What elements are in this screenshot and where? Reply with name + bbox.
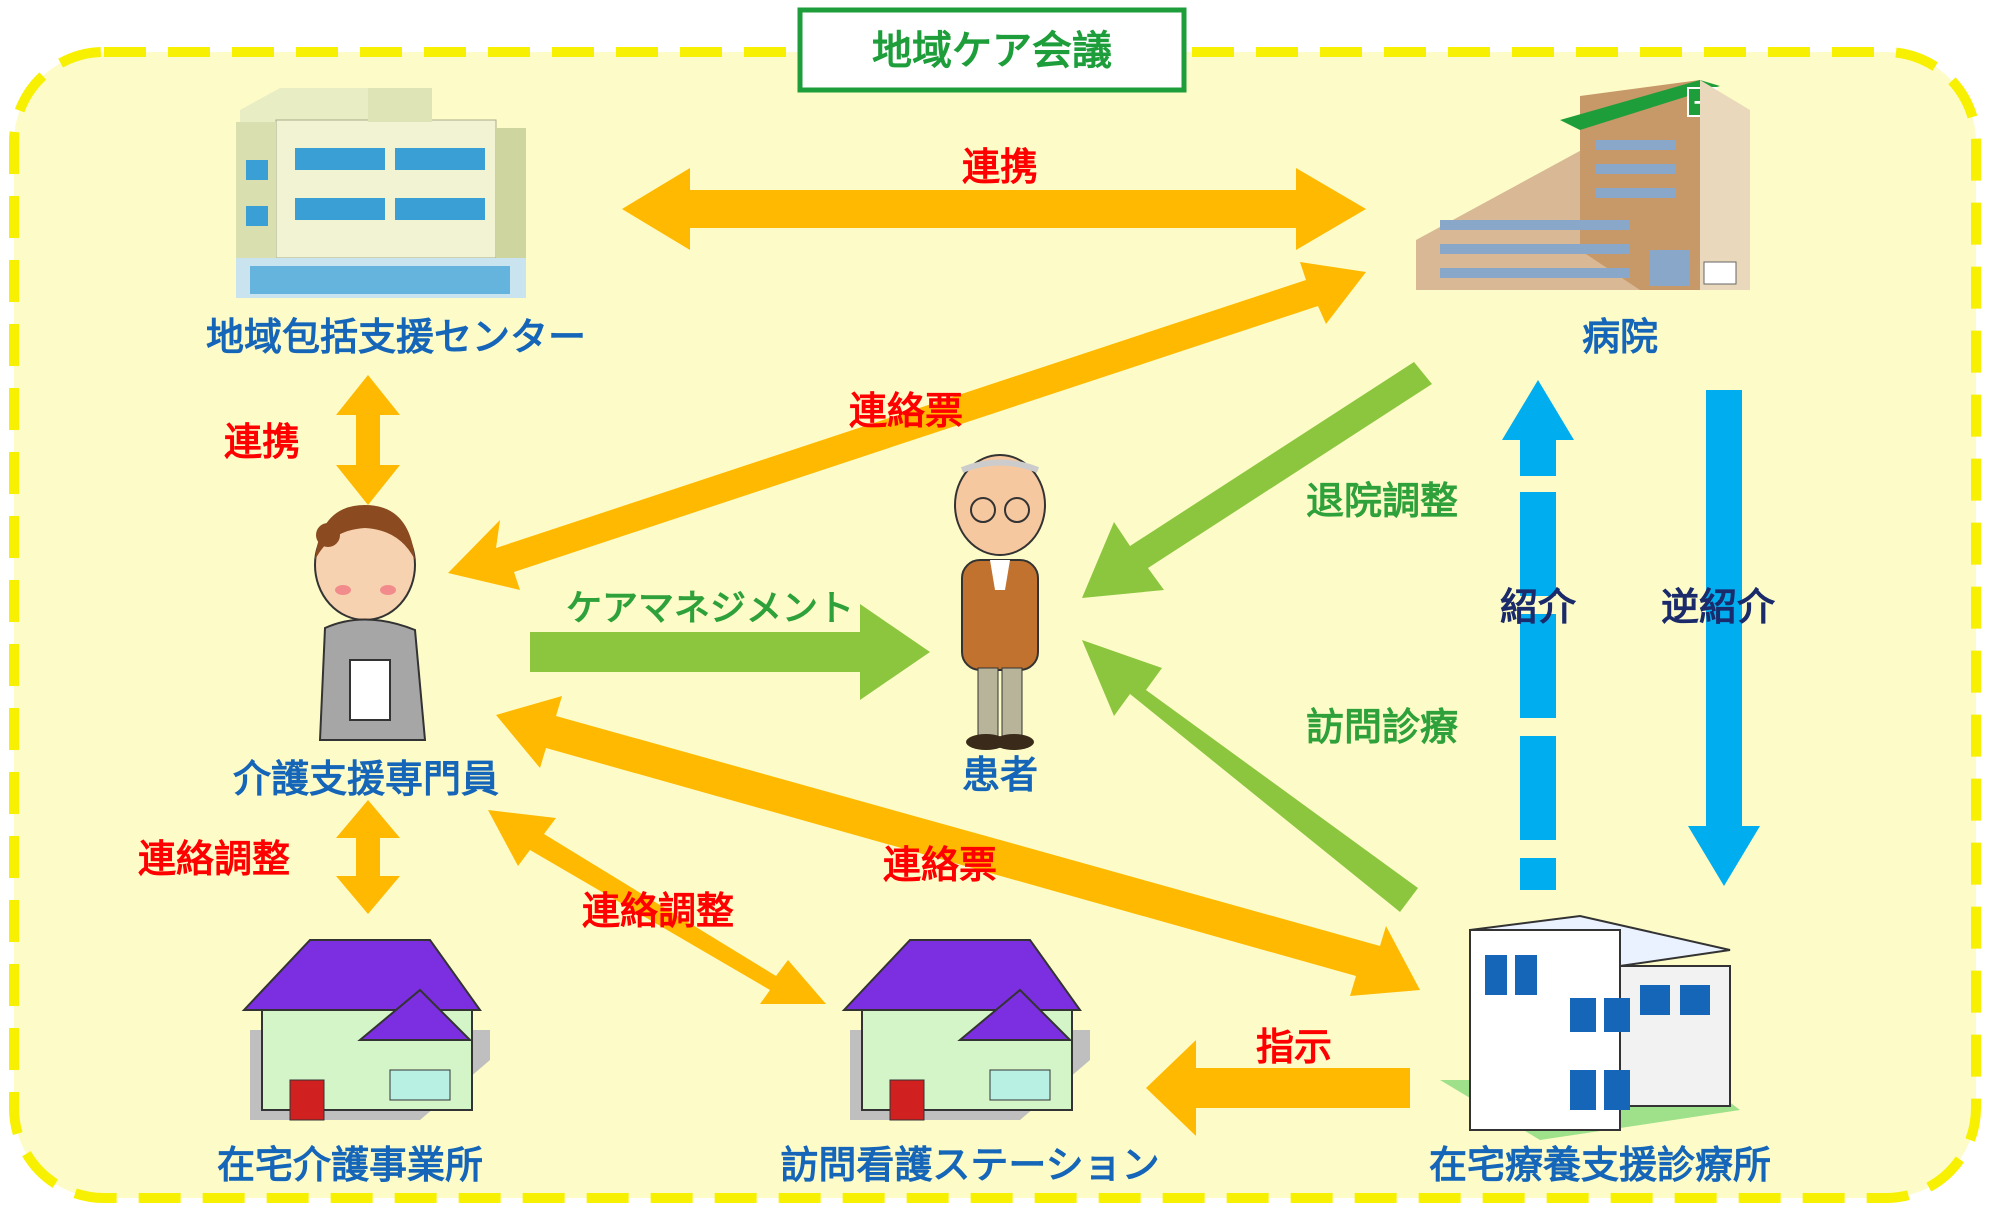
- arrow-hospital-caremanager: [448, 262, 1366, 590]
- community-center-building-icon: [236, 88, 526, 298]
- node-label-patient: 患者: [962, 753, 1038, 797]
- title-box: 地域ケア会議: [797, 7, 1187, 93]
- edge-label-caremanager-nursing: 連絡調整: [582, 889, 734, 933]
- edge-label-hospital-caremanager: 連絡票: [849, 389, 963, 433]
- arrow-caremanager-clinic: [496, 696, 1420, 996]
- edge-label-caremanager-office: 連絡調整: [138, 837, 290, 881]
- nursing-station-house-icon: [841, 939, 1090, 1121]
- node-label-home-clinic: 在宅療養支援診療所: [1429, 1143, 1771, 1187]
- edge-label-center-caremanager: 連携: [224, 420, 300, 464]
- arrow-clinic-hospital: [1502, 380, 1574, 890]
- arrow-caremanager-office: [336, 800, 400, 914]
- arrow-caremanager-patient: [530, 604, 930, 700]
- node-label-home-care-office: 在宅介護事業所: [217, 1143, 483, 1187]
- node-label-care-manager: 介護支援専門員: [233, 757, 499, 801]
- edge-label-clinic-patient: 訪問診療: [1306, 705, 1459, 749]
- arrow-clinic-patient: [1082, 640, 1418, 912]
- edge-label-clinic-hospital: 紹介: [1500, 585, 1577, 629]
- edge-label-caremanager-patient: ケアマネジメント: [566, 588, 854, 629]
- arrow-caremanager-nursing: [488, 810, 826, 1004]
- edge-label-caremanager-clinic: 連絡票: [883, 843, 997, 887]
- node-label-hospital: 病院: [1582, 315, 1658, 359]
- arrow-clinic-nursing: [1146, 1040, 1410, 1136]
- arrow-center-hospital: [622, 168, 1366, 250]
- arrow-hospital-patient: [1082, 362, 1432, 598]
- node-label-center: 地域包括支援センター: [206, 315, 586, 359]
- node-label-nursing-station: 訪問看護ステーション: [780, 1143, 1159, 1187]
- patient-elderly-man-icon: [954, 454, 1046, 750]
- home-care-office-house-icon: [241, 939, 490, 1121]
- edge-label-hospital-patient: 退院調整: [1306, 479, 1458, 523]
- edge-label-hospital-clinic: 逆紹介: [1661, 585, 1776, 629]
- edge-label-center-hospital: 連携: [962, 145, 1038, 189]
- care-manager-woman-icon: [314, 505, 427, 741]
- edge-label-clinic-nursing: 指示: [1256, 1025, 1332, 1069]
- title-text: 地域ケア会議: [872, 28, 1112, 74]
- arrow-hospital-clinic: [1688, 390, 1760, 886]
- home-clinic-building-icon: [1440, 914, 1740, 1140]
- arrow-center-caremanager: [336, 375, 400, 505]
- hospital-building-icon: +: [1416, 80, 1750, 290]
